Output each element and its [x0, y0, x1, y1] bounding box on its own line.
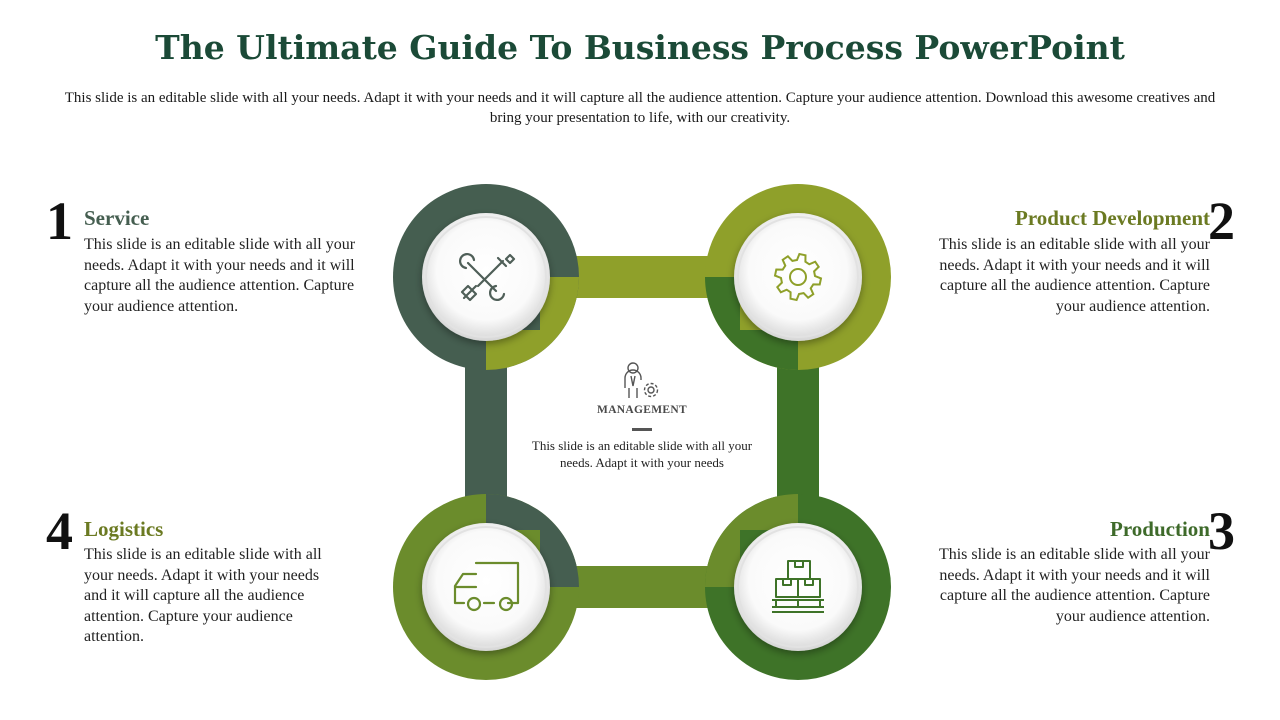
step-1-number: 1	[46, 191, 73, 251]
slide-subtitle: This slide is an editable slide with all…	[64, 90, 1216, 126]
step-3-heading: Production	[1110, 517, 1210, 541]
step-1-description: This slide is an editable slide with all…	[84, 236, 356, 315]
tools-icon	[459, 253, 516, 302]
step-1-ring	[393, 184, 579, 370]
truck-icon	[453, 561, 520, 612]
management-divider	[632, 428, 652, 431]
step-4-ring	[393, 494, 579, 680]
manager-gear-icon	[624, 362, 659, 398]
step-2-number: 2	[1208, 191, 1235, 251]
step-2-description: This slide is an editable slide with all…	[938, 236, 1210, 315]
step-3-description: This slide is an editable slide with all…	[938, 546, 1210, 625]
step-1-heading: Service	[84, 206, 150, 230]
gear-icon	[773, 252, 823, 302]
step-4-heading: Logistics	[84, 517, 164, 541]
step-4-description: This slide is an editable slide with all…	[84, 546, 322, 645]
step-2-ring	[705, 184, 891, 370]
boxes-pallet-icon	[772, 560, 824, 613]
step-3-number: 3	[1208, 501, 1235, 561]
management-label: MANAGEMENT	[597, 404, 687, 416]
slide-title: The Ultimate Guide To Business Process P…	[155, 28, 1125, 67]
step-4-number: 4	[46, 501, 73, 561]
management-description: This slide is an editable slide with all…	[531, 438, 753, 470]
step-2-heading: Product Development	[1015, 206, 1210, 230]
